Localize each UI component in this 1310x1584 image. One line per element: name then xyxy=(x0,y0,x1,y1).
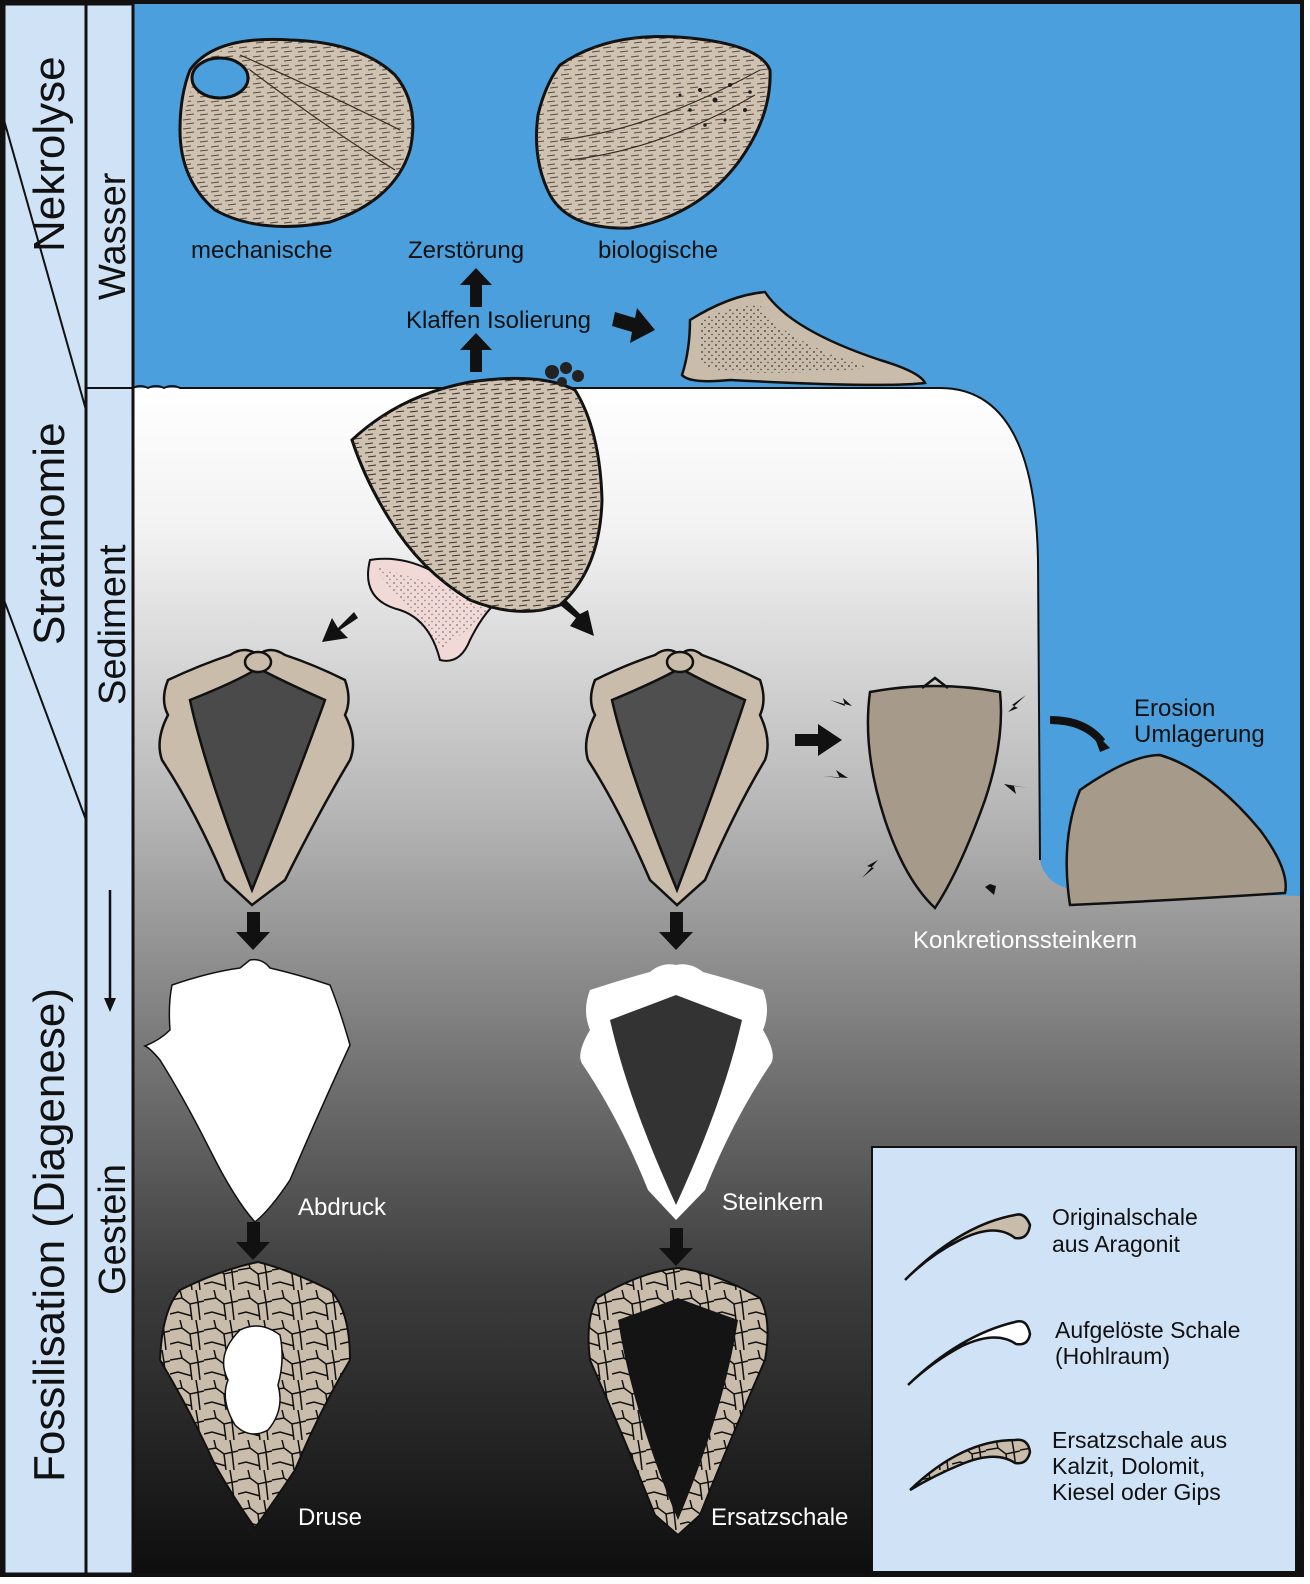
shell-mechanical xyxy=(180,39,413,226)
label-erosion: Erosion xyxy=(1134,695,1215,722)
legend-original-line1: Originalschale xyxy=(1052,1204,1198,1230)
env-wasser: Wasser xyxy=(92,172,134,300)
label-steinkern: Steinkern xyxy=(722,1189,823,1216)
legend-original-line2: aus Aragonit xyxy=(1052,1231,1180,1257)
legend-replaced-line2: Kalzit, Dolomit, xyxy=(1052,1453,1205,1479)
legend-replaced-line3: Kiesel oder Gips xyxy=(1052,1479,1221,1505)
legend-dissolved-line2: (Hohlraum) xyxy=(1055,1343,1170,1369)
phase-stratinomie: Stratinomie xyxy=(25,422,74,645)
phase-nekrolyse: Nekrolyse xyxy=(25,56,74,252)
phase-fossilisation: Fossilisation (Diagenese) xyxy=(25,988,74,1482)
label-klaffen-isolierung: Klaffen Isolierung xyxy=(406,307,591,334)
label-druse: Druse xyxy=(298,1504,362,1531)
label-umlagerung: Umlagerung xyxy=(1134,721,1265,748)
label-mechanische: mechanische xyxy=(191,237,332,264)
legend-dissolved-line1: Aufgelöste Schale xyxy=(1055,1317,1240,1343)
label-biologische: biologische xyxy=(598,237,718,264)
legend-replaced-line1: Ersatzschale aus xyxy=(1052,1427,1227,1453)
env-gestein: Gestein xyxy=(92,1164,134,1295)
legend: Originalschale aus Aragonit Aufgelöste S… xyxy=(872,1147,1296,1572)
label-abdruck: Abdruck xyxy=(298,1194,387,1221)
label-konkretionssteinkern: Konkretionssteinkern xyxy=(913,927,1137,954)
label-ersatzschale: Ersatzschale xyxy=(711,1504,848,1531)
label-zerstoerung: Zerstörung xyxy=(408,237,524,264)
env-sediment: Sediment xyxy=(92,544,134,705)
